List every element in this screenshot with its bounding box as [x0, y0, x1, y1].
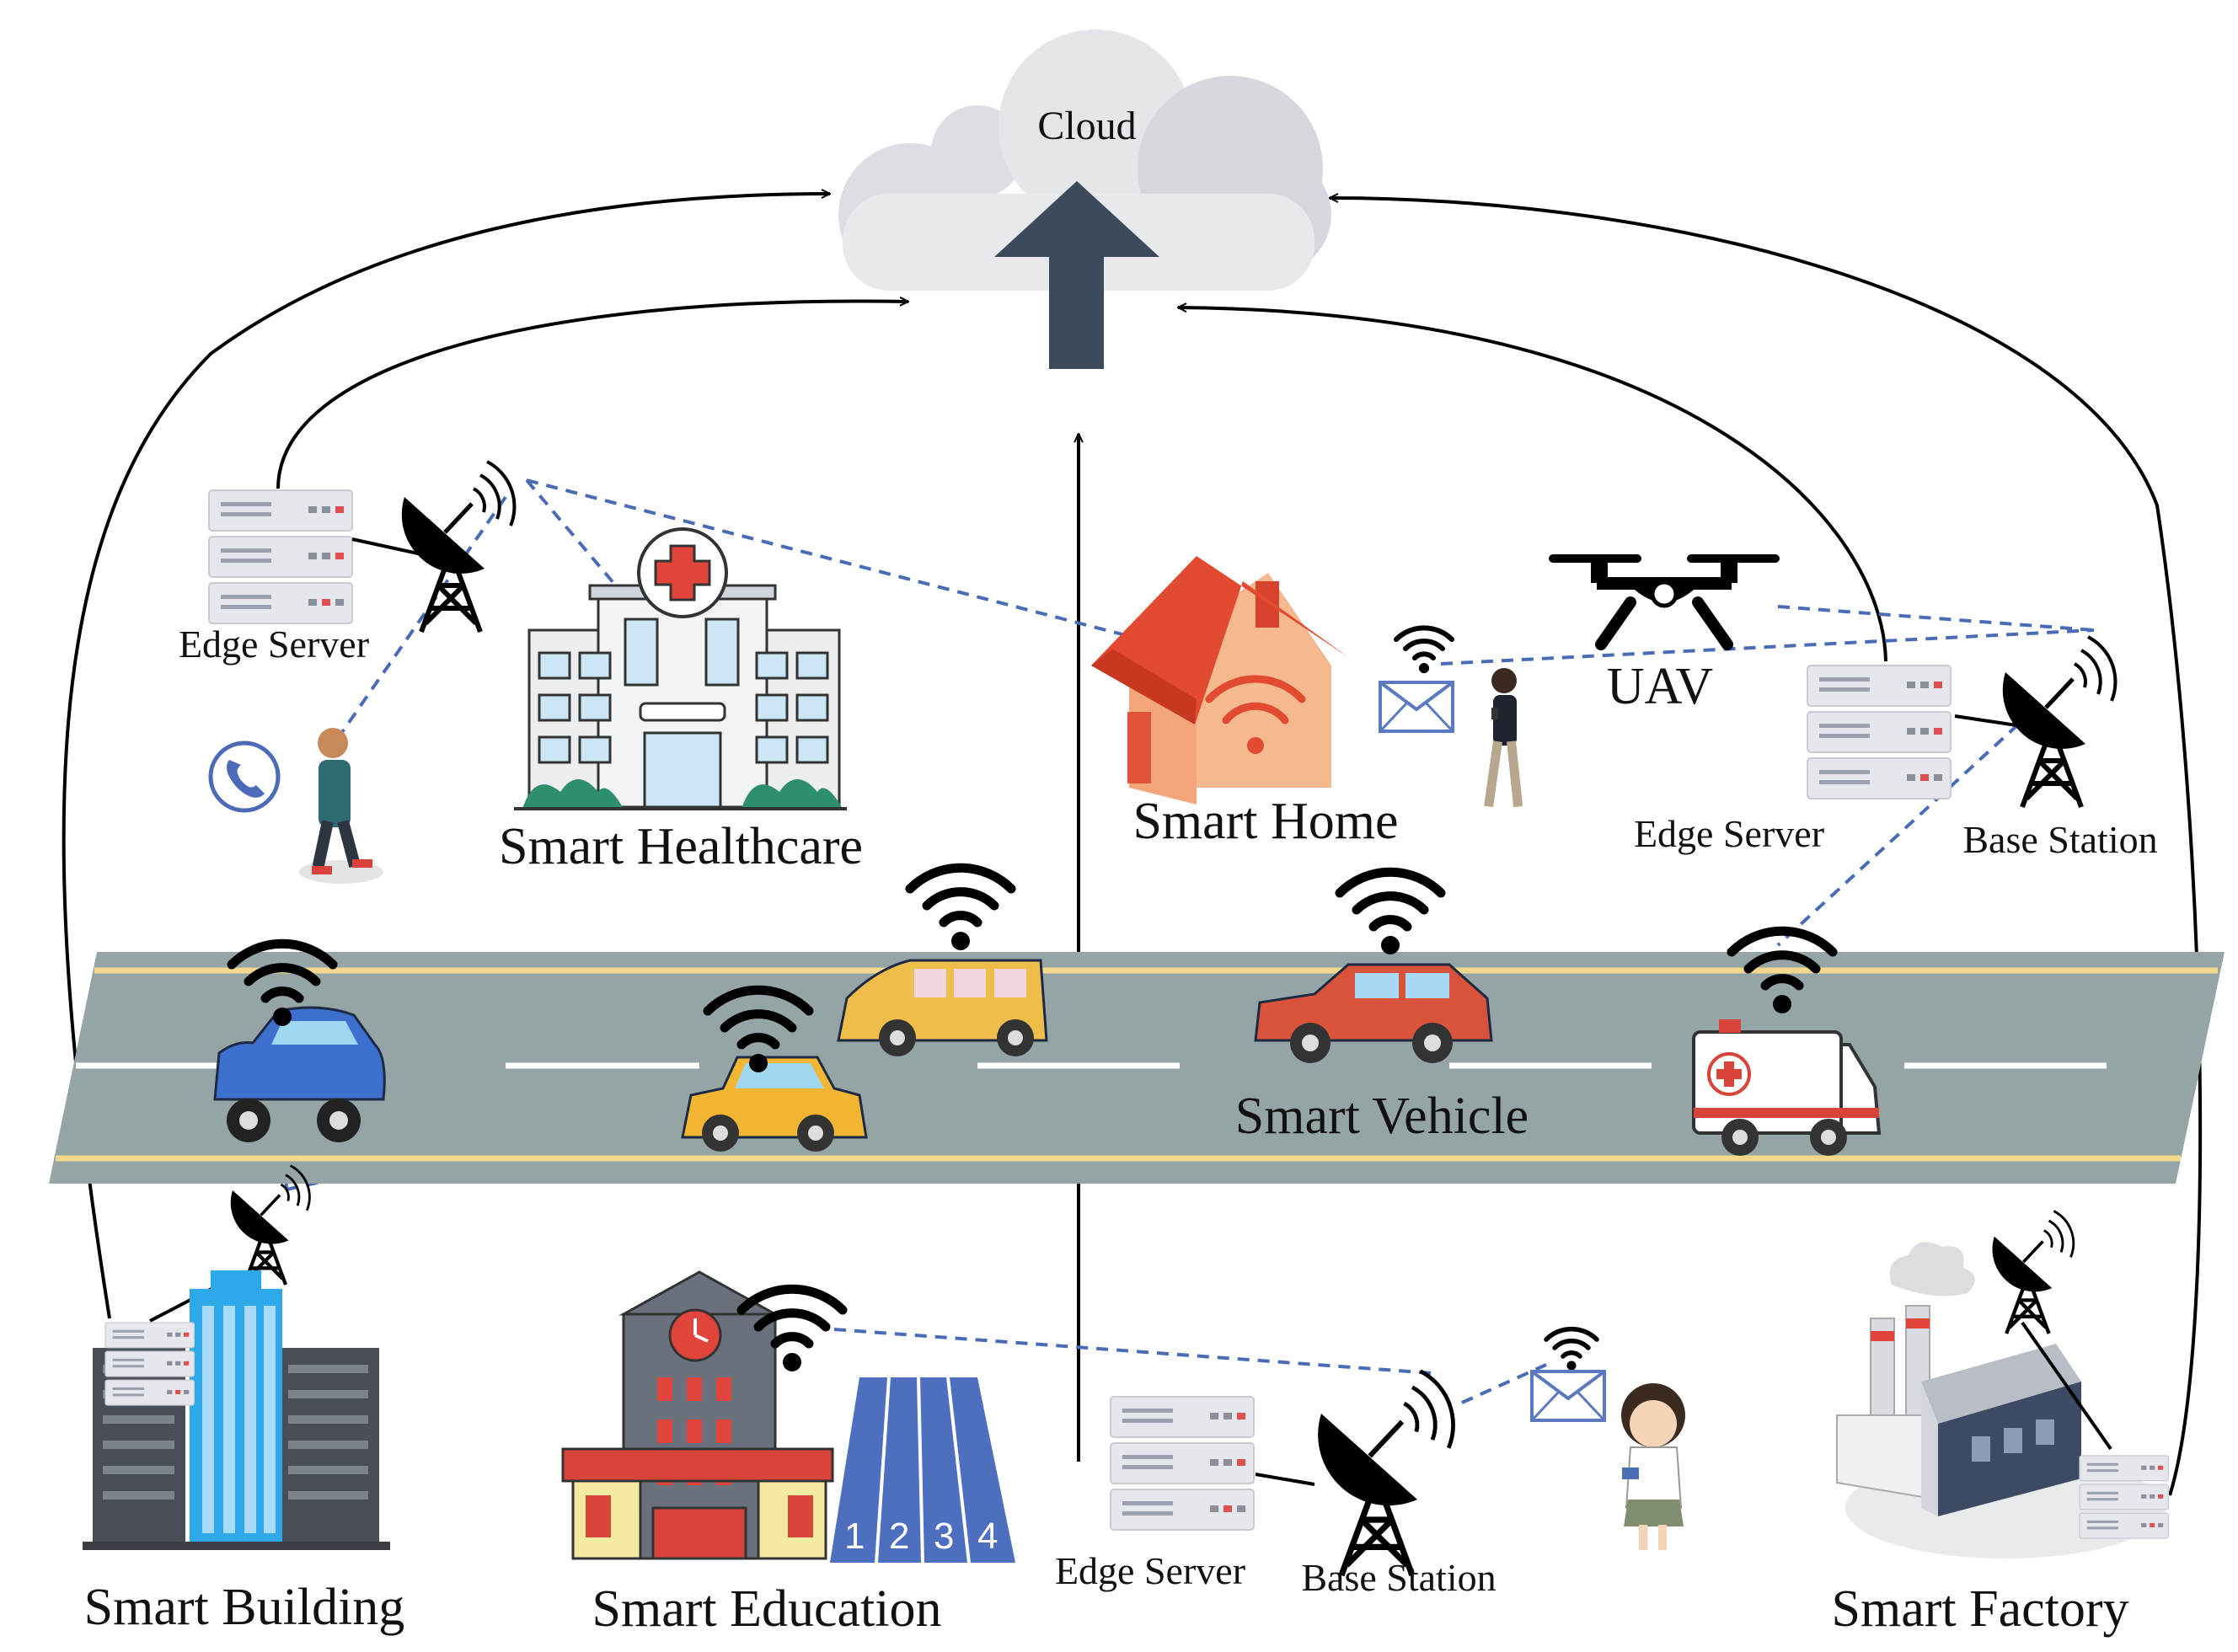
skyscraper-icon: [83, 1270, 390, 1550]
track-lane-number: 4: [977, 1516, 998, 1557]
base-station-label-right: Base Station: [1962, 818, 2157, 861]
factory-icon: [1836, 1242, 2166, 1558]
drone-icon: [1549, 554, 1780, 650]
phone-call-icon: [208, 740, 281, 813]
track-lane-number: 2: [889, 1516, 909, 1557]
server-rack-icon: [104, 1322, 195, 1406]
wifi-icon: [1340, 872, 1441, 954]
server-rack-icon: [2079, 1455, 2170, 1539]
track-lane-number: 3: [934, 1516, 954, 1557]
van-icon: [837, 959, 1048, 1056]
wifi-icon: [1396, 628, 1452, 673]
upload-arrow-icon: [994, 181, 1159, 369]
car-icon: [681, 1056, 868, 1152]
satellite-dish-icon: [402, 462, 515, 632]
car-icon: [1254, 963, 1493, 1063]
envelope-icon: [1530, 1370, 1606, 1422]
road: [49, 952, 2225, 1184]
wifi-icon: [910, 868, 1011, 950]
running-track-icon: 1 2 3 4: [830, 1377, 1015, 1564]
hospital-icon: [514, 527, 847, 810]
smart-home-label: Smart Home: [1132, 793, 1398, 850]
car-icon: [213, 1006, 386, 1142]
server-rack-icon: [1807, 665, 1952, 799]
envelope-icon: [1379, 681, 1454, 733]
satellite-dish-icon: [1992, 1211, 2073, 1334]
school-icon: [561, 1270, 834, 1560]
server-rack-icon: [1110, 1396, 1255, 1531]
edge-server-label-left: Edge Server: [179, 623, 369, 666]
cloud-label: Cloud: [1037, 104, 1136, 148]
smart-vehicle-label: Smart Vehicle: [1235, 1088, 1529, 1145]
smart-building-label: Smart Building: [84, 1579, 405, 1636]
satellite-dish-icon: [1318, 1371, 1453, 1575]
edge-server-label-right: Edge Server: [1634, 812, 1824, 855]
person-icon: [1621, 1383, 1685, 1550]
track-lane-number: 1: [844, 1516, 865, 1557]
uav-label: UAV: [1607, 658, 1714, 715]
person-icon: [1484, 668, 1523, 808]
server-rack-icon: [208, 489, 353, 624]
person-icon: [299, 728, 383, 884]
ambulance-icon: [1692, 1019, 1882, 1156]
smart-factory-label: Smart Factory: [1832, 1580, 2129, 1638]
edge-server-label-bottom: Edge Server: [1055, 1549, 1245, 1592]
wifi-icon: [1546, 1329, 1597, 1371]
house-icon: [1091, 556, 1348, 805]
satellite-dish-icon: [2003, 637, 2116, 807]
smart-education-label: Smart Education: [592, 1580, 942, 1638]
cloud-flow-arrows: [62, 194, 2203, 1496]
base-station-label-bottom: Base Station: [1301, 1556, 1496, 1599]
smart-healthcare-label: Smart Healthcare: [499, 818, 863, 875]
